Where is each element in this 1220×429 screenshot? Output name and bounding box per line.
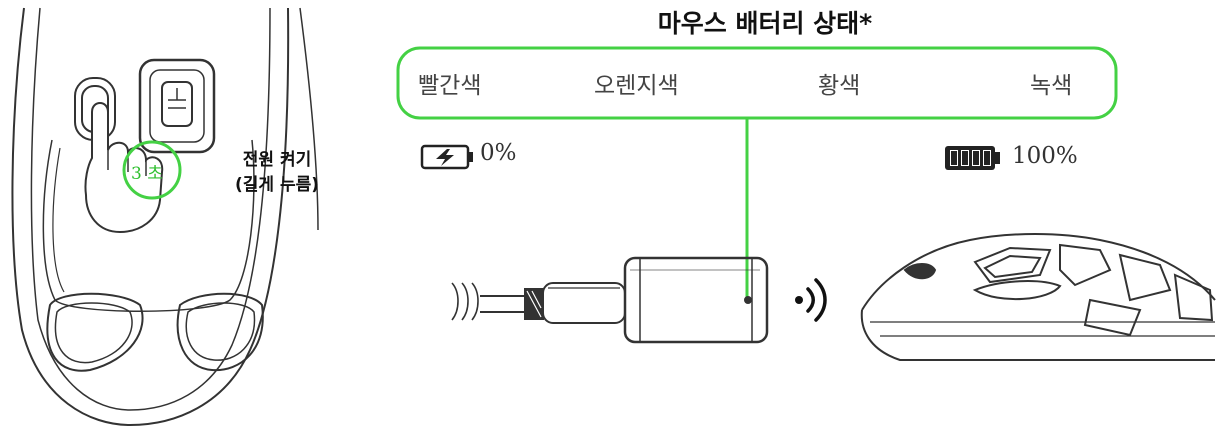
mouse-side-view	[860, 233, 1216, 361]
power-on-instruction: 전원 켜기 (길게 누름)	[212, 148, 342, 198]
status-level-yellow: 황색	[818, 73, 861, 99]
status-level-orange: 오렌지색	[594, 73, 679, 99]
page-title: 마우스 배터리 상태*	[657, 9, 873, 38]
status-level-red: 빨간색	[418, 73, 482, 99]
hold-duration-label: 3 초	[131, 164, 163, 184]
long-press-label: (길게 누름)	[234, 175, 320, 195]
status-levels-frame	[396, 46, 1118, 120]
press-indicator-ring	[122, 140, 182, 200]
status-level-green: 녹색	[1030, 73, 1073, 99]
mouse-underside	[11, 7, 319, 427]
wireless-dongle	[451, 256, 769, 344]
battery-empty-label: 0%	[480, 140, 517, 166]
battery-empty-icon	[420, 144, 473, 170]
battery-full-label: 100%	[1012, 143, 1078, 169]
wireless-signal-icon	[795, 278, 827, 322]
power-on-label: 전원 켜기	[242, 150, 312, 170]
battery-full-icon	[945, 146, 1000, 170]
